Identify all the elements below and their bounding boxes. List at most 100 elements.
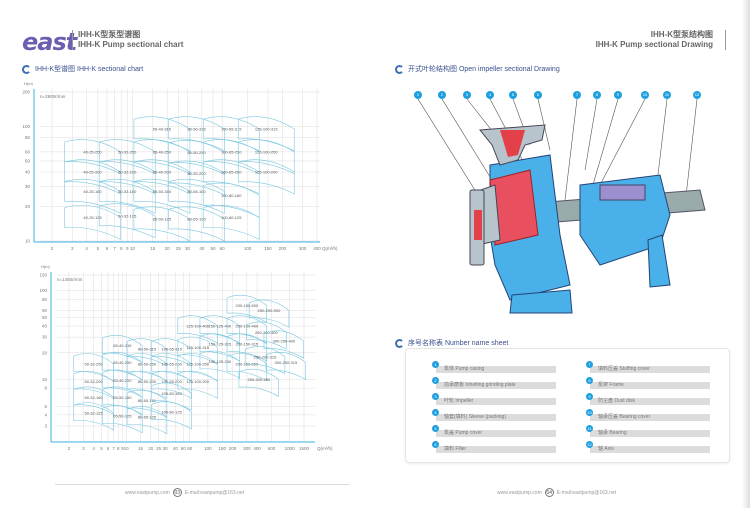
pump-model-label: 80-50-315	[187, 127, 206, 132]
y-tick-label: 50	[42, 315, 48, 320]
pump-region	[98, 179, 156, 214]
callout-12: 12	[693, 91, 701, 99]
x-tick-label: 100	[244, 246, 252, 251]
part-label: 轴套(填料) Sleeve (packing)	[444, 414, 506, 420]
pump-model-label: 250-200-315	[254, 354, 277, 359]
x-tick-label: 5	[100, 446, 103, 451]
part-label: 轴承压盖 Bearing cover	[598, 414, 651, 420]
pump-model-label: 200-150-250	[236, 361, 259, 366]
pump-model-label: 100-65-315	[161, 347, 182, 352]
part-number-badge: 1	[432, 361, 439, 368]
y-tick-label: 80	[25, 135, 31, 140]
footer-email[interactable]: E-mail:eastpump@163.net	[184, 489, 245, 496]
callout-2: 2	[438, 91, 446, 99]
x-tick-label: 60	[187, 446, 193, 451]
pump-region	[202, 159, 260, 195]
x-tick-label: 100	[204, 446, 212, 451]
callout-1: 1	[414, 91, 422, 99]
callout-3: 3	[463, 91, 471, 99]
x-tick-label: 7	[113, 246, 116, 251]
right-title-cn: IHH-K型泵结构图	[650, 30, 713, 39]
left-title-cn: IHH-K型泵型谱图	[78, 30, 141, 39]
footer-left: www.eastpump.com 03 E-mail:eastpump@163.…	[125, 488, 244, 497]
pump-model-label: 100-65-200	[221, 170, 242, 175]
x-tick-label: 60	[220, 246, 226, 251]
pump-model-label: 125-100-200	[255, 170, 278, 175]
x-tick-label: 25	[156, 446, 162, 451]
pump-model-label: 65-50-125	[153, 217, 172, 222]
pump-model-label: 100-80-160	[161, 391, 182, 396]
y-tick-label: 30	[25, 184, 31, 189]
pump-region	[102, 405, 143, 434]
part-label: 前承磨板 Inhelting grinding plate	[444, 382, 516, 388]
pump-model-label: 40-25-160	[83, 189, 102, 194]
x-tick-label: 300	[243, 446, 251, 451]
x-tick-label: 8	[120, 246, 123, 251]
pump-region	[126, 406, 168, 435]
pump-model-label: 100-65-315	[221, 127, 242, 132]
x-tick-label: 20	[148, 446, 154, 451]
x-tick-label: 6	[106, 246, 109, 251]
y-tick-label: 30	[42, 335, 48, 340]
section-label: 开式叶轮结构图 Open impeller sectional Drawing	[408, 66, 560, 73]
brand-logo: east	[22, 28, 77, 56]
pump-region	[226, 353, 268, 382]
y-tick-label: 40	[42, 324, 48, 329]
footer-right: www.eastpump.com 04 E-mail:eastpump@163.…	[497, 488, 616, 497]
x-tick-label: 40	[173, 446, 179, 451]
part-label: 泵架 Frame	[598, 382, 624, 388]
pump-model-label: 65-40-200	[153, 170, 172, 175]
callout-6: 6	[534, 91, 542, 99]
pump-region	[133, 116, 191, 152]
part-number-badge: 5	[432, 425, 439, 432]
pump-region	[177, 315, 218, 344]
pump-region	[133, 139, 191, 175]
footer-site-link[interactable]: www.eastpump.com	[497, 489, 542, 496]
pump-sectional-drawing	[417, 98, 706, 314]
right-header-title: IHH-K型泵结构图 IHH-K Pump sectional Drawing	[596, 30, 713, 50]
right-section-heading: 开式叶轮结构图 Open impeller sectional Drawing	[395, 64, 560, 74]
pump-region	[168, 206, 225, 242]
right-title-en: IHH-K Pump sectional Drawing	[595, 40, 713, 49]
x-tick-label: 200	[229, 446, 237, 451]
x-tick-label: 200	[279, 246, 287, 251]
callout-9: 9	[614, 91, 622, 99]
callout-8: 8	[593, 91, 601, 99]
pump-region	[168, 116, 225, 152]
pump-model-label: 100-65-250	[161, 361, 182, 366]
pump-model-label: 50-32-250	[84, 361, 103, 366]
pump-region	[199, 315, 240, 344]
pump-region	[237, 116, 295, 152]
x-tick-label: 300	[299, 246, 307, 251]
y-tick-label: 10	[42, 377, 48, 382]
footer-email[interactable]: E-mail:eastpump@163.net	[556, 489, 617, 496]
y-tick-label: 60	[25, 149, 31, 154]
ring-icon	[22, 64, 31, 74]
pump-region	[202, 205, 260, 240]
x-tick-label: 50	[210, 246, 216, 251]
x-tick-label: 6	[107, 446, 110, 451]
y-tick-label: 100	[22, 124, 30, 129]
pump-model-label: 65-50-125	[113, 413, 132, 418]
page-edge-shadow	[742, 0, 750, 508]
pump-model-label: 50-32-125	[118, 214, 137, 219]
pump-region	[151, 401, 192, 430]
divider	[72, 30, 73, 50]
pump-model-label: 80-50-315	[138, 347, 157, 352]
y-tick-label: 20	[42, 350, 48, 355]
part-number-badge: 8	[586, 377, 593, 384]
y-tick-label: 5	[44, 404, 47, 409]
pump-model-label: 65-50-160	[153, 189, 172, 194]
speed-label: n=2900r/min	[40, 94, 66, 99]
y-tick-label: 50	[25, 158, 31, 163]
pump-model-label: 80-65-125	[138, 414, 157, 419]
x-tick-label: 2	[68, 446, 71, 451]
footer-site-link[interactable]: www.eastpump.com	[125, 489, 170, 496]
part-number-badge: 7	[586, 361, 593, 368]
y-axis-label: H(m)	[41, 264, 51, 269]
part-label: 填料 Filler	[444, 446, 467, 452]
